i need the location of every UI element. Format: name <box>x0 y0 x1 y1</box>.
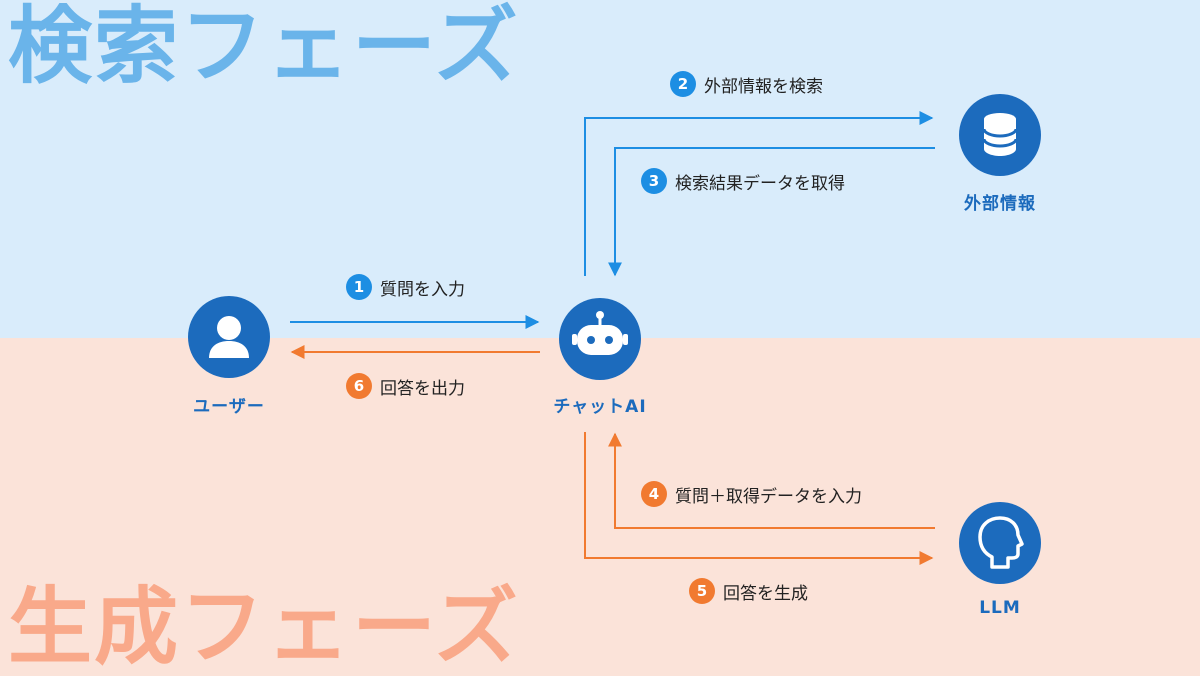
step-1-text: 質問を入力 <box>380 279 465 300</box>
step-2-badge: 2 <box>670 71 696 97</box>
external-info-label: 外部情報 <box>964 194 1036 214</box>
step-3-text: 検索結果データを取得 <box>675 173 845 194</box>
step-4-badge: 4 <box>641 481 667 507</box>
user-node <box>188 296 270 378</box>
chat-ai-node <box>559 298 641 380</box>
step-3-label: 3 検索結果データを取得 <box>641 168 845 194</box>
search-phase-title: 検索フェーズ <box>8 0 520 95</box>
human-head-icon <box>978 516 1024 569</box>
step-5-label: 5 回答を生成 <box>689 578 808 604</box>
user-icon <box>209 316 249 358</box>
arrow-step-5 <box>584 432 934 565</box>
step-5-badge: 5 <box>689 578 715 604</box>
step-1-badge: 1 <box>346 274 372 300</box>
step-6-text: 回答を出力 <box>380 378 465 399</box>
database-icon <box>982 113 1018 156</box>
step-5-text: 回答を生成 <box>723 583 808 604</box>
arrow-step-3 <box>608 147 935 277</box>
step-2-text: 外部情報を検索 <box>704 76 823 97</box>
step-2-label: 2 外部情報を検索 <box>670 71 823 97</box>
step-6-label: 6 回答を出力 <box>346 373 465 399</box>
step-3-badge: 3 <box>641 168 667 194</box>
step-6-badge: 6 <box>346 373 372 399</box>
llm-label: LLM <box>979 598 1021 618</box>
step-4-label: 4 質問＋取得データを入力 <box>641 481 862 507</box>
chat-ai-label: チャットAI <box>553 397 647 417</box>
user-label: ユーザー <box>193 397 265 417</box>
arrow-step-4 <box>608 432 935 529</box>
generate-phase-title: 生成フェーズ <box>8 578 520 676</box>
step-4-text: 質問＋取得データを入力 <box>675 486 862 507</box>
external-info-node <box>959 94 1041 176</box>
robot-icon <box>572 311 628 355</box>
arrow-step-2 <box>584 111 934 276</box>
step-1-label: 1 質問を入力 <box>346 274 465 300</box>
llm-node <box>959 502 1041 584</box>
